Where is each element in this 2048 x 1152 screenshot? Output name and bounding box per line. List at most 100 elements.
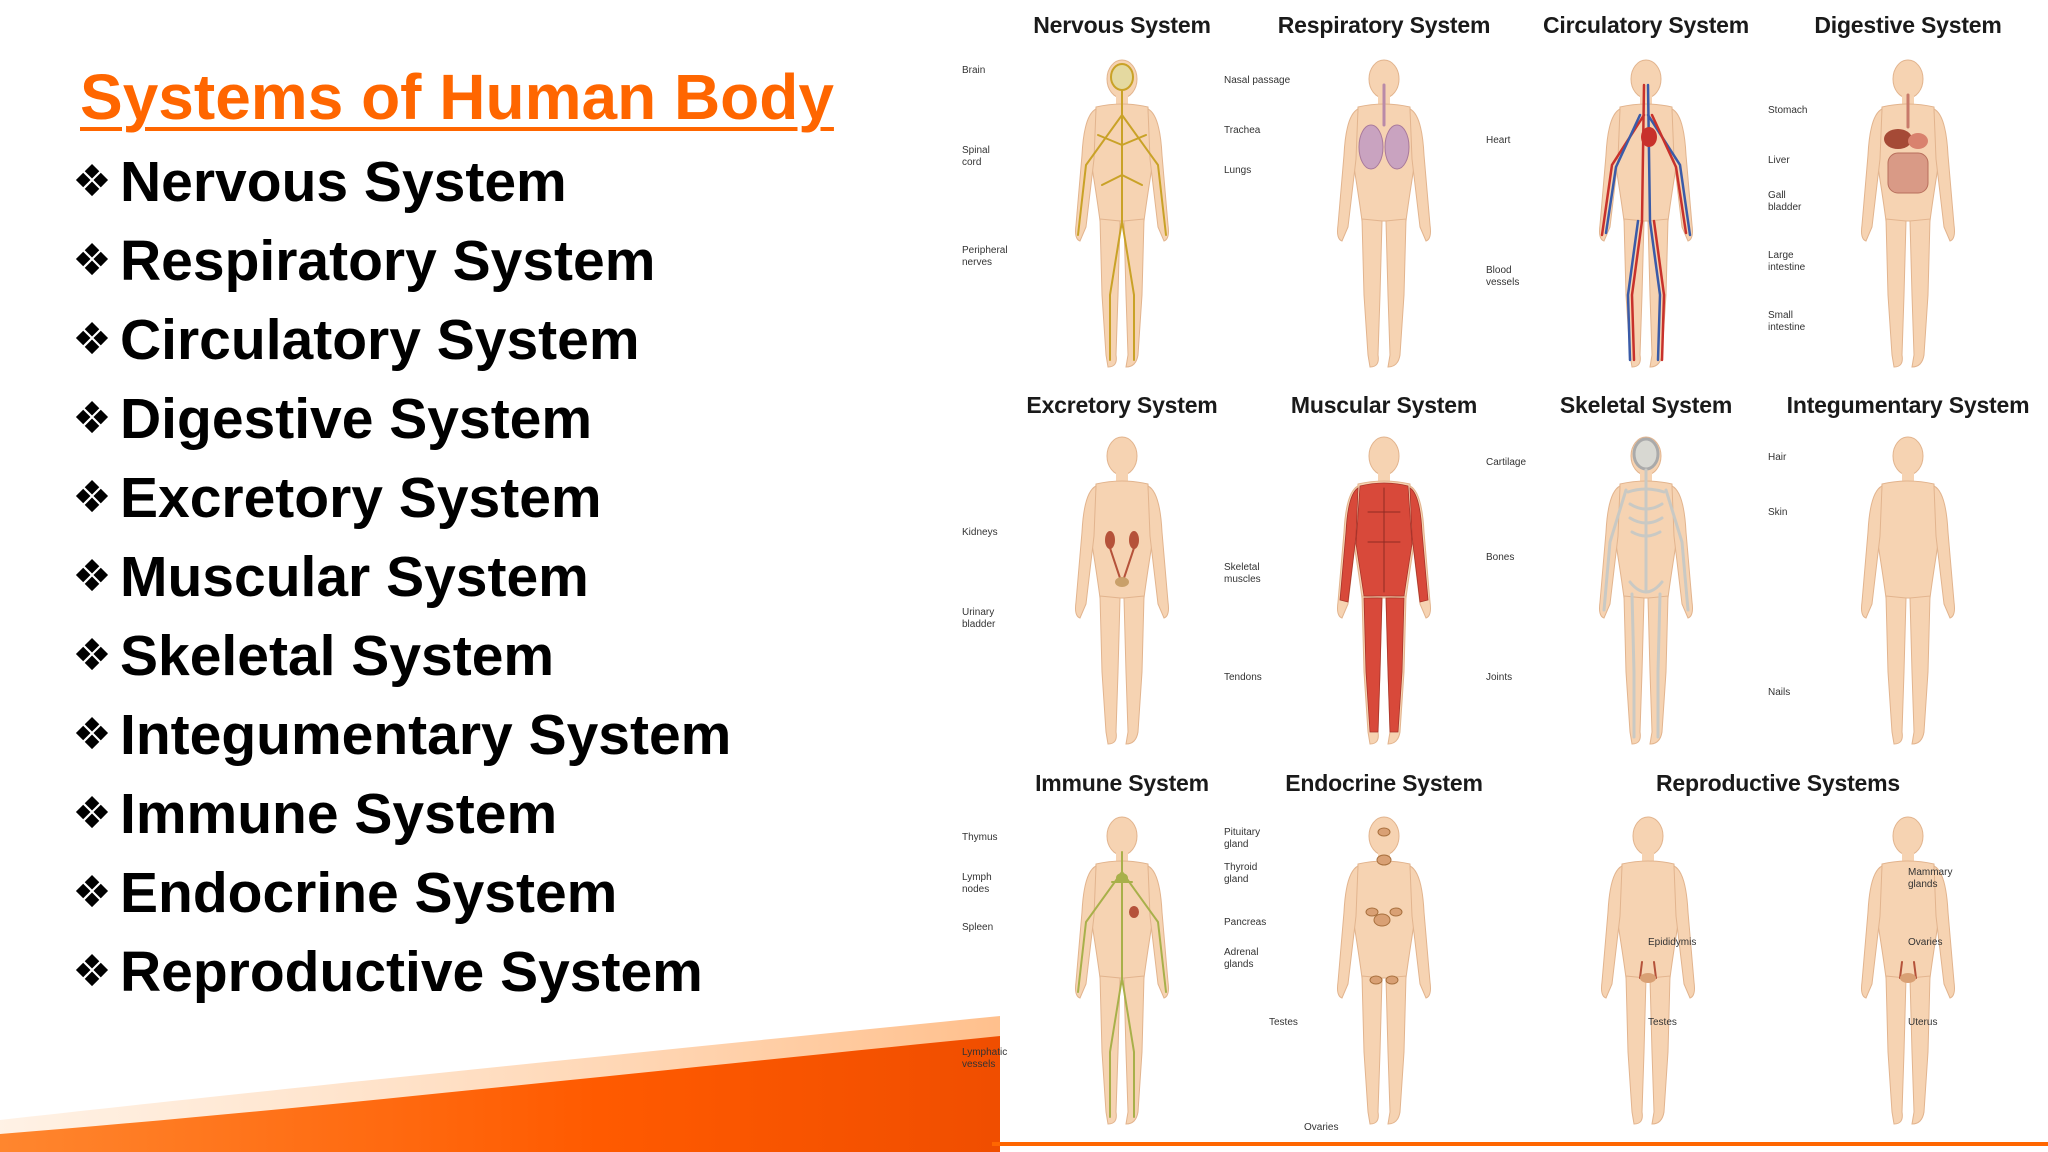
anatomy-label-uterus: Uterus [1908, 1017, 1938, 1028]
anatomy-label-spleen: Spleen [962, 922, 994, 933]
list-item-label: Nervous System [120, 149, 567, 214]
anatomy-label-mammary-glands: Mammary glands [1908, 867, 1953, 890]
diamond-bullet-icon: ❖ [72, 314, 112, 365]
list-item: ❖Muscular System [68, 537, 731, 616]
diamond-bullet-icon: ❖ [72, 472, 112, 523]
reproductive-body-figure-female [1861, 816, 1955, 1125]
orange-swoosh-decoration [0, 1016, 1000, 1152]
anatomy-label-heart: Heart [1486, 135, 1511, 146]
anatomy-label-lungs: Lungs [1224, 165, 1252, 176]
list-item: ❖Integumentary System [68, 695, 731, 774]
anatomy-label-ovaries: Ovaries [1304, 1122, 1339, 1133]
diamond-bullet-icon: ❖ [72, 709, 112, 760]
anatomy-label-testes: Testes [1648, 1017, 1677, 1028]
list-item-label: Skeletal System [120, 623, 555, 688]
diamond-bullet-icon: ❖ [72, 946, 112, 997]
anatomy-label-gall-bladder: Gall bladder [1768, 190, 1802, 213]
anatomy-label-testes: Testes [1269, 1017, 1298, 1028]
anatomy-label-lymphatic-vessels: Lymphatic vessels [962, 1047, 1008, 1070]
integumentary-body-figure [1861, 436, 1955, 745]
list-item: ❖Digestive System [68, 379, 731, 458]
diamond-bullet-icon: ❖ [72, 788, 112, 839]
anatomy-label-adrenal-glands: Adrenal glands [1224, 947, 1259, 970]
integumentary-system-title: Integumentary System [1786, 392, 2030, 418]
list-item-label: Reproductive System [120, 939, 703, 1004]
list-item-label: Respiratory System [120, 228, 656, 293]
anatomy-label-skin: Skin [1768, 507, 1788, 518]
list-item: ❖Excretory System [68, 458, 731, 537]
list-item: ❖Circulatory System [68, 300, 731, 379]
list-item: ❖Endocrine System [68, 853, 731, 932]
anatomy-label-skeletal-muscles: Skeletal muscles [1224, 562, 1261, 585]
list-item-label: Muscular System [120, 544, 589, 609]
anatomy-label-ovaries: Ovaries [1908, 937, 1943, 948]
list-item-label: Excretory System [120, 465, 602, 530]
anatomy-label-cartilage: Cartilage [1486, 457, 1527, 468]
skeletal-body-figure [1599, 436, 1693, 745]
anatomy-label-epididymis: Epididymis [1648, 937, 1697, 948]
respiratory-body-figure [1337, 59, 1431, 368]
list-item-label: Integumentary System [120, 702, 732, 767]
anatomy-label-small-intestine: Small intestine [1768, 310, 1806, 333]
immune-body-figure [1075, 816, 1169, 1125]
reproductive-system-title: Reproductive Systems [1656, 770, 1900, 796]
anatomy-label-peripheral-nerves: Peripheral nerves [962, 245, 1008, 268]
skeletal-system-title: Skeletal System [1559, 392, 1733, 418]
anatomy-label-stomach: Stomach [1768, 105, 1808, 116]
anatomy-label-bones: Bones [1486, 552, 1515, 563]
diamond-bullet-icon: ❖ [72, 235, 112, 286]
anatomy-label-nasal-passage: Nasal passage [1224, 75, 1291, 86]
anatomy-label-blood-vessels: Blood vessels [1486, 265, 1520, 288]
endocrine-system-title: Endocrine System [1285, 770, 1483, 796]
diamond-bullet-icon: ❖ [72, 867, 112, 918]
circulatory-body-figure [1599, 59, 1693, 368]
anatomy-label-lymph-nodes: Lymph nodes [962, 872, 992, 895]
bottom-accent-line [992, 1142, 2048, 1146]
list-item: ❖Reproductive System [68, 932, 731, 1011]
anatomy-label-urinary-bladder: Urinary bladder [962, 607, 996, 630]
anatomy-label-liver: Liver [1768, 155, 1790, 166]
system-list: ❖Nervous System ❖Respiratory System ❖Cir… [68, 142, 731, 1011]
circulatory-system-title: Circulatory System [1542, 12, 1750, 38]
anatomy-label-large-intestine: Large intestine [1768, 250, 1806, 273]
anatomy-label-thymus: Thymus [962, 832, 998, 843]
list-item-label: Digestive System [120, 386, 593, 451]
diamond-bullet-icon: ❖ [72, 393, 112, 444]
diamond-bullet-icon: ❖ [72, 156, 112, 207]
excretory-body-figure [1075, 436, 1169, 745]
list-item-label: Endocrine System [120, 860, 618, 925]
anatomy-label-joints: Joints [1486, 672, 1513, 683]
anatomy-label-kidneys: Kidneys [962, 527, 998, 538]
digestive-body-figure [1861, 59, 1955, 368]
slide-title: Systems of Human Body [80, 61, 834, 133]
digestive-system-title: Digestive System [1814, 12, 2002, 38]
anatomy-label-pituitary-gland: Pituitary gland [1224, 827, 1261, 850]
excretory-system-title: Excretory System [1026, 392, 1218, 418]
anatomy-label-pancreas: Pancreas [1224, 917, 1267, 928]
reproductive-body-figure-male [1601, 816, 1695, 1125]
respiratory-system-title: Respiratory System [1277, 12, 1491, 38]
immune-system-title: Immune System [1035, 770, 1209, 796]
anatomy-label-trachea: Trachea [1224, 125, 1261, 136]
endocrine-body-figure [1337, 816, 1431, 1125]
list-item: ❖Skeletal System [68, 616, 731, 695]
diamond-bullet-icon: ❖ [72, 630, 112, 681]
nervous-body-figure [1075, 59, 1169, 368]
muscular-system-title: Muscular System [1290, 392, 1478, 418]
list-item-label: Circulatory System [120, 307, 640, 372]
list-item: ❖Immune System [68, 774, 731, 853]
anatomy-label-spinal-cord: Spinal cord [962, 145, 990, 168]
anatomy-label-hair: Hair [1768, 452, 1787, 463]
anatomy-label-tendons: Tendons [1224, 672, 1262, 683]
list-item: ❖Respiratory System [68, 221, 731, 300]
anatomy-label-brain: Brain [962, 65, 986, 76]
list-item-label: Immune System [120, 781, 558, 846]
muscular-body-figure [1337, 436, 1431, 745]
nervous-system-title: Nervous System [1033, 12, 1211, 38]
diamond-bullet-icon: ❖ [72, 551, 112, 602]
anatomy-label-thyroid-gland: Thyroid gland [1224, 862, 1258, 885]
anatomy-label-nails: Nails [1768, 687, 1791, 698]
list-item: ❖Nervous System [68, 142, 731, 221]
